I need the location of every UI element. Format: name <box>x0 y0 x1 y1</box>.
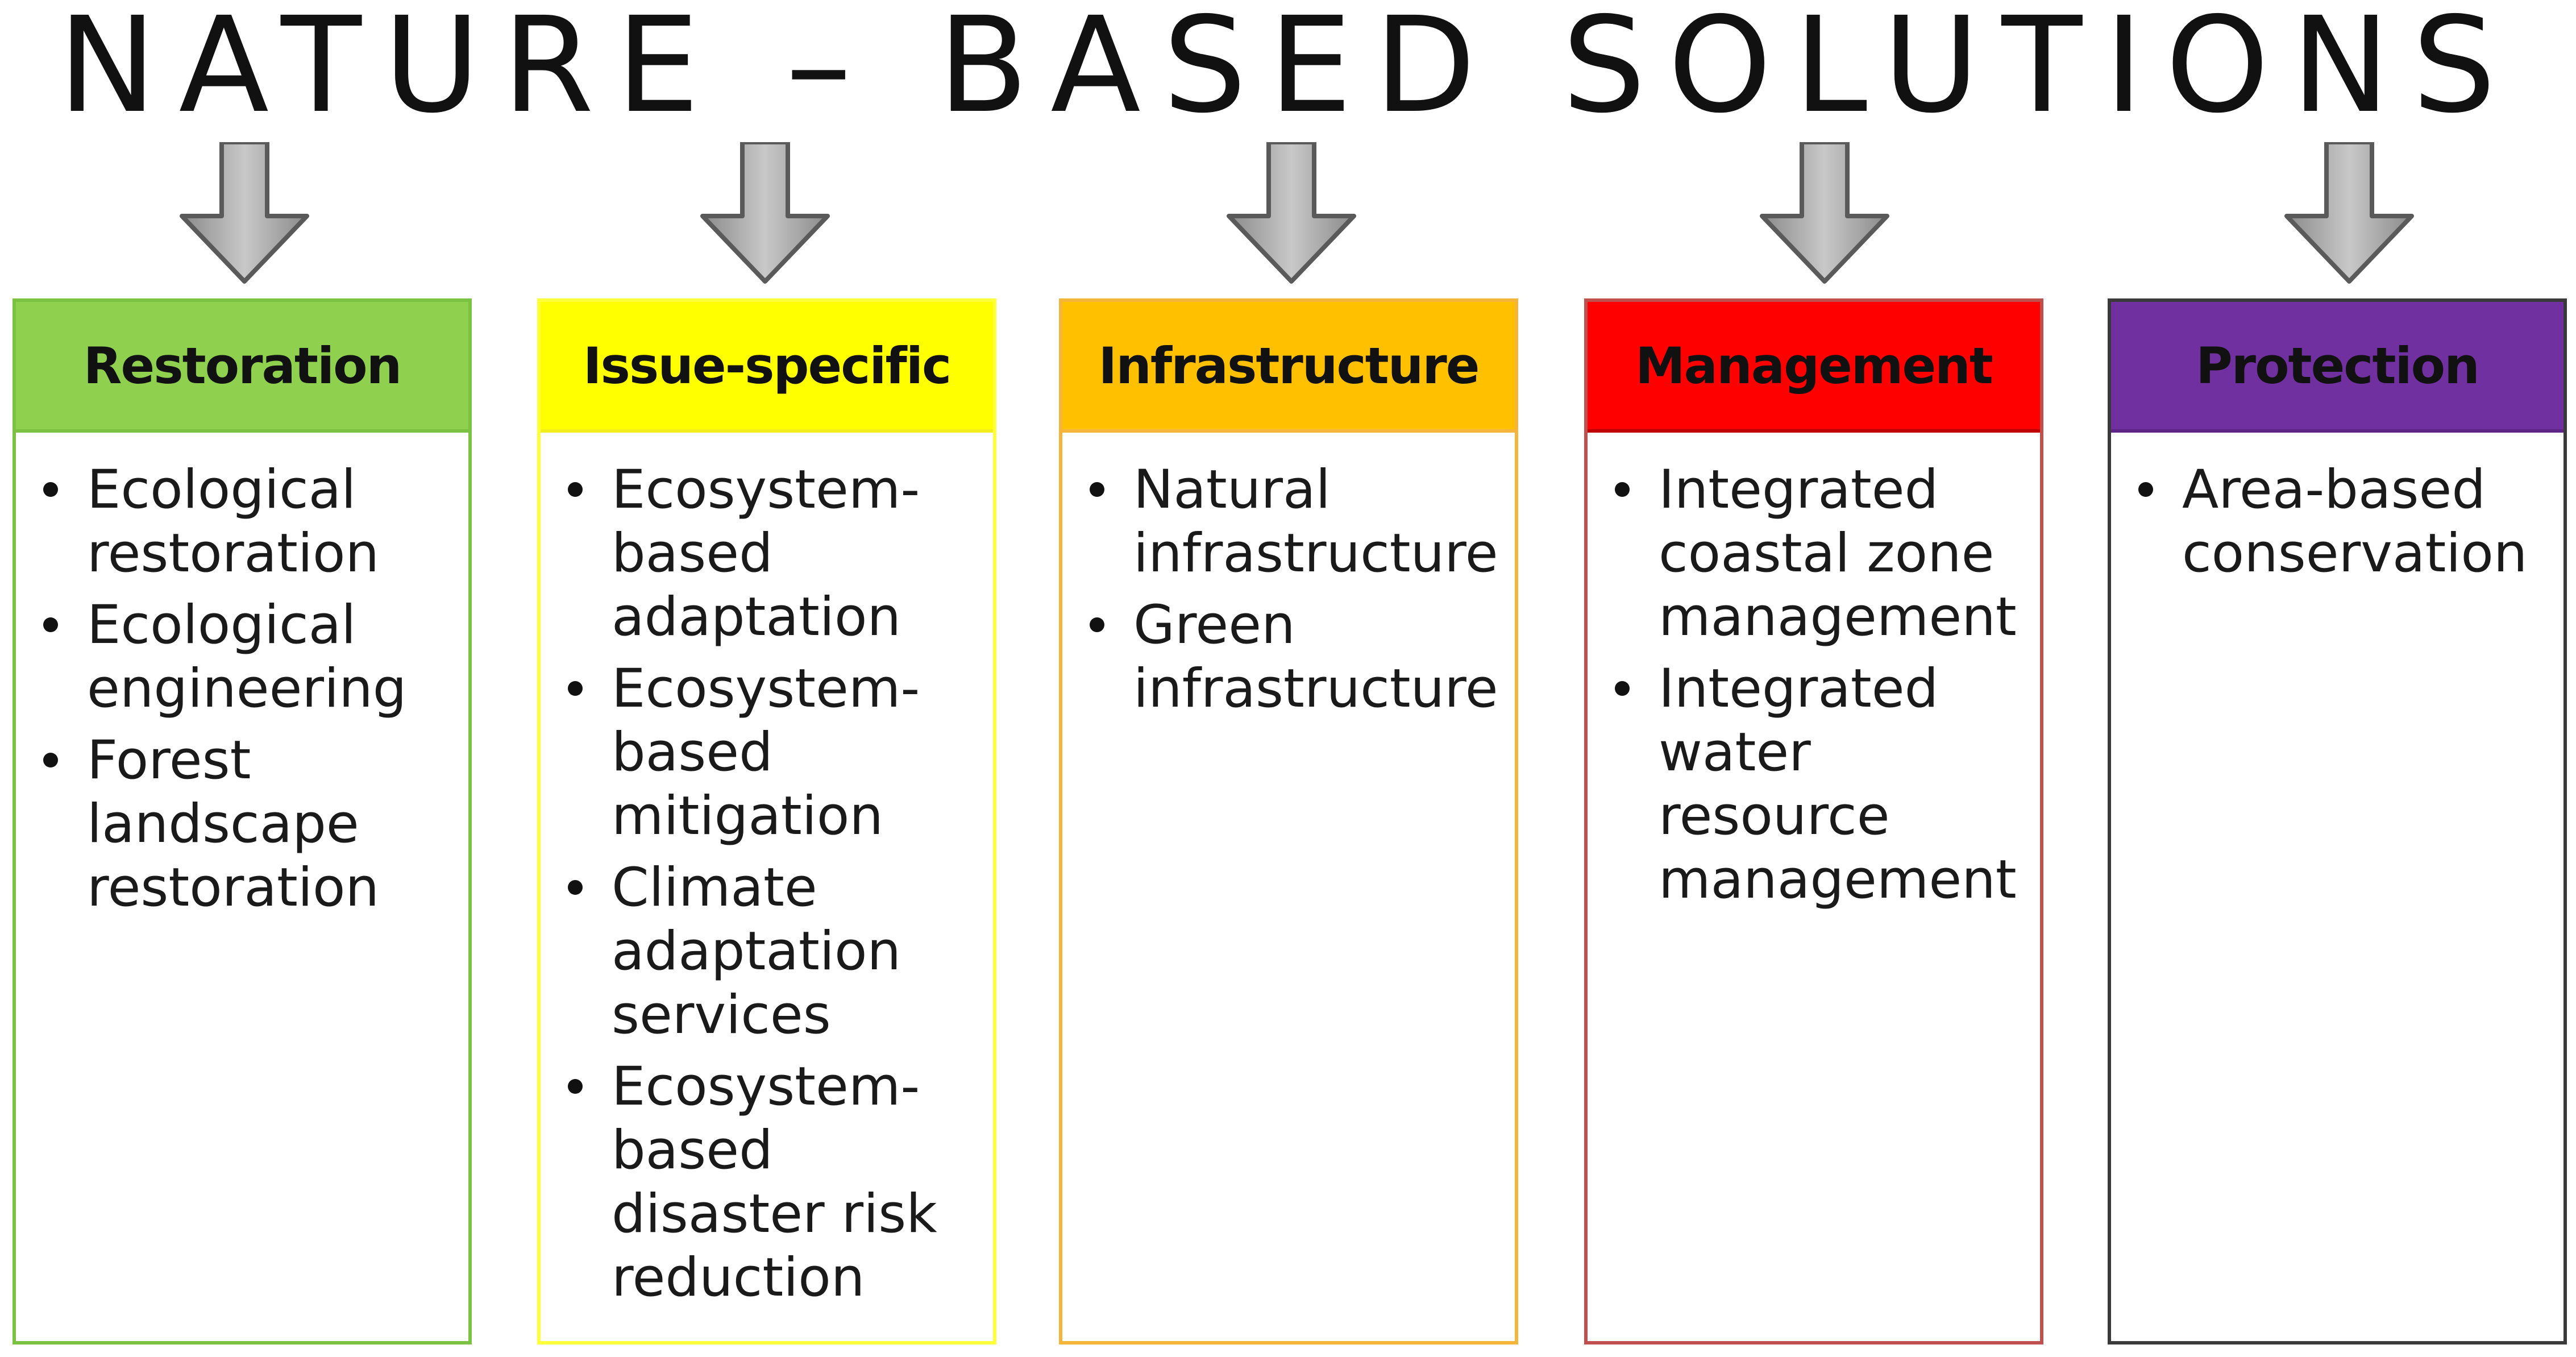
bullet-icon <box>2138 482 2153 497</box>
list-item: Green infrastructure <box>1085 594 1503 721</box>
column-issue-specific: Issue-specific Ecosystem-based adaptatio… <box>537 298 996 1344</box>
list-item: Ecosystem-based mitigation <box>563 657 982 848</box>
column-heading: Infrastructure <box>1062 302 1515 433</box>
column-list: Ecological restoration Ecological engine… <box>16 433 468 920</box>
bullet-icon <box>43 617 58 632</box>
list-item: Ecosystem-based disaster risk reduction <box>563 1055 982 1310</box>
list-item: Natural infrastructure <box>1085 458 1503 586</box>
down-arrow-icon <box>1760 142 1889 284</box>
bullet-icon <box>568 681 583 696</box>
list-item: Climate adaptation services <box>563 856 982 1047</box>
column-infrastructure: Infrastructure Natural infrastructure Gr… <box>1059 298 1518 1344</box>
down-arrow-icon <box>1227 142 1356 284</box>
column-list: Area-based conservation <box>2111 433 2563 586</box>
column-list: Integrated coastal zone management Integ… <box>1588 433 2040 912</box>
bullet-icon <box>43 482 58 497</box>
column-protection: Protection Area-based conservation <box>2108 298 2567 1344</box>
bullet-icon <box>568 482 583 497</box>
bullet-icon <box>568 1079 583 1094</box>
list-item: Integrated coastal zone management <box>1610 458 2029 649</box>
list-item: Forest landscape restoration <box>39 729 457 920</box>
column-heading: Issue-specific <box>541 302 993 433</box>
bullet-icon <box>1090 617 1104 632</box>
column-heading: Management <box>1588 302 2040 433</box>
column-restoration: Restoration Ecological restoration Ecolo… <box>13 298 472 1344</box>
list-item: Ecological engineering <box>39 594 457 721</box>
column-list: Natural infrastructure Green infrastruct… <box>1062 433 1515 721</box>
list-item: Ecosystem-based adaptation <box>563 458 982 649</box>
bullet-icon <box>568 880 583 895</box>
column-heading: Restoration <box>16 302 468 433</box>
list-item: Area-based conservation <box>2134 458 2552 586</box>
list-item: Integrated water resource management <box>1610 657 2029 912</box>
down-arrow-icon <box>2284 142 2414 284</box>
list-item: Ecological restoration <box>39 458 457 586</box>
column-list: Ecosystem-based adaptation Ecosystem-bas… <box>541 433 993 1310</box>
column-management: Management Integrated coastal zone manag… <box>1584 298 2043 1344</box>
down-arrow-icon <box>180 142 309 284</box>
bullet-icon <box>43 753 58 767</box>
column-heading: Protection <box>2111 302 2563 433</box>
bullet-icon <box>1615 482 1630 497</box>
bullet-icon <box>1090 482 1104 497</box>
bullet-icon <box>1615 681 1630 696</box>
down-arrow-icon <box>700 142 830 284</box>
diagram-title: NATURE – BASED SOLUTIONS <box>57 0 2519 142</box>
